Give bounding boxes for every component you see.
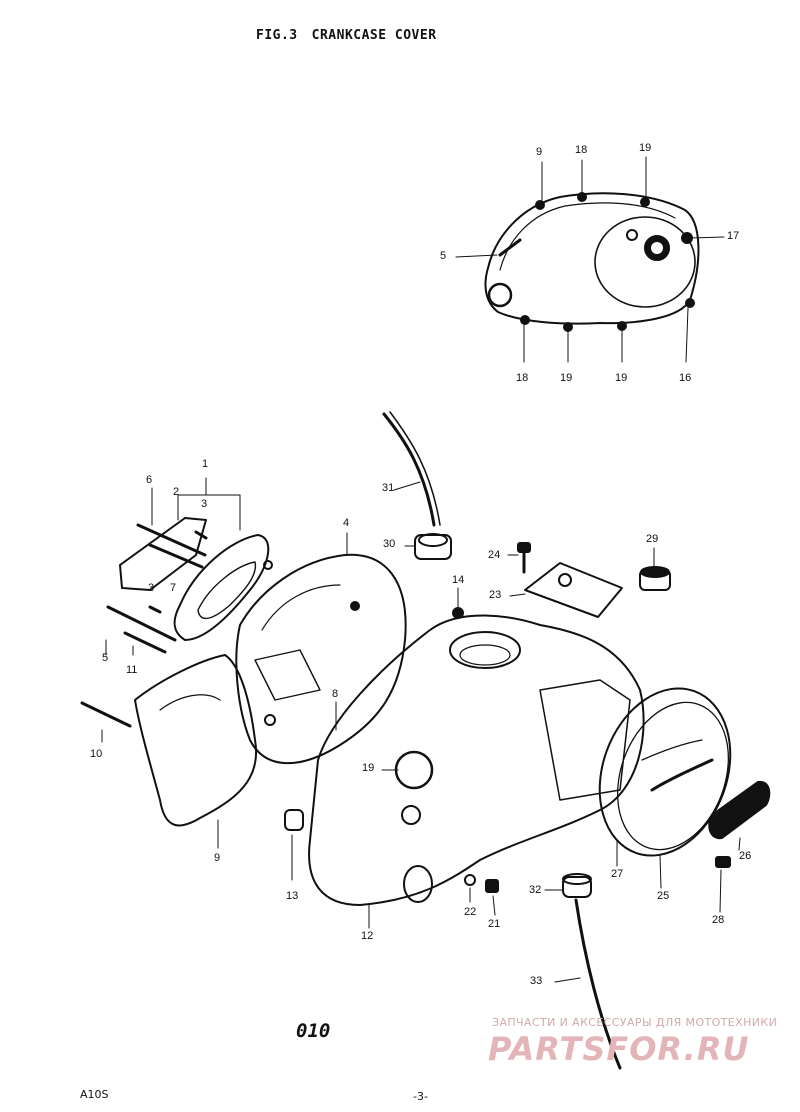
hose-33: [574, 898, 622, 1070]
outer-plate: [119, 517, 273, 641]
callout-5: 5: [102, 652, 109, 664]
figure-caption: CRANKCASE COVER: [311, 28, 437, 43]
callout-20: 19: [362, 762, 375, 774]
callout-31: 31: [382, 482, 395, 494]
watermark-logo: PARTSFOR.RU: [488, 1030, 750, 1068]
callout-28: 28: [712, 914, 725, 926]
model-code: A10S: [80, 1088, 109, 1101]
callout-9: 9: [214, 852, 221, 864]
callout-32: 32: [529, 884, 542, 896]
round-cover-25: [598, 687, 732, 857]
screw-21: [485, 879, 499, 893]
callout-26: 26: [739, 850, 752, 862]
gasket-assembly-top: [484, 192, 700, 332]
callout-13: 13: [286, 890, 299, 902]
callout-30: 30: [383, 538, 396, 550]
callout-19: 19: [615, 372, 628, 384]
callout-22: 22: [464, 906, 477, 918]
callout-7: 7: [170, 582, 177, 594]
figure-title: FIG.3 CRANKCASE COVER: [256, 28, 437, 43]
callout-17: 16: [679, 372, 692, 384]
oil-cap-32: [562, 873, 592, 898]
breather-hose: [382, 412, 436, 527]
callout-5: 5: [440, 250, 447, 262]
callout-19: 18: [575, 144, 588, 156]
leader-lines-lower: [101, 477, 741, 983]
washer-22: [464, 874, 476, 886]
callout-2: 2: [173, 486, 180, 498]
screw-28: [715, 856, 731, 868]
callout-19: 19: [639, 142, 652, 154]
bracket-9: [134, 654, 258, 827]
plug-29: [639, 566, 671, 591]
callout-16: 9: [536, 146, 543, 158]
watermark-tagline: ЗАПЧАСТИ И АКСЕССУАРЫ ДЛЯ МОТОТЕХНИКИ: [492, 1016, 778, 1029]
housing-4: [235, 553, 407, 765]
callout-6: 6: [146, 474, 153, 486]
callout-18: 18: [516, 372, 529, 384]
callout-23: 23: [489, 589, 502, 601]
callout-8: 8: [332, 688, 339, 700]
callout-21: 21: [488, 918, 501, 930]
page-code: 010: [296, 1020, 331, 1042]
page-number: -3-: [413, 1090, 428, 1103]
callout-27: 27: [611, 868, 624, 880]
callout-19: 19: [560, 372, 573, 384]
callout-4: 4: [343, 517, 350, 529]
leader-lines-top: [455, 156, 725, 363]
callout-3: 3: [201, 498, 208, 510]
callout-33: 33: [530, 975, 543, 987]
callout-25: 25: [657, 890, 670, 902]
callout-10: 10: [90, 748, 103, 760]
callout-1: 1: [202, 458, 209, 470]
callout-29: 29: [646, 533, 659, 545]
figure-number: FIG.3: [256, 28, 298, 43]
dowel-13: [284, 809, 304, 831]
callout-24: 24: [488, 549, 501, 561]
callout-14: 14: [452, 574, 465, 586]
cap-part: [414, 533, 452, 560]
emblem-26: [708, 780, 771, 840]
callout-12: 12: [361, 930, 374, 942]
callout-11: 11: [126, 664, 138, 676]
callout-18: 17: [727, 230, 740, 242]
bolts-left: [80, 523, 208, 728]
bolt-24: [517, 542, 531, 574]
callout-3: 3: [148, 582, 155, 594]
main-crankcase-cover: [308, 607, 645, 906]
cover-plate: [524, 562, 623, 618]
